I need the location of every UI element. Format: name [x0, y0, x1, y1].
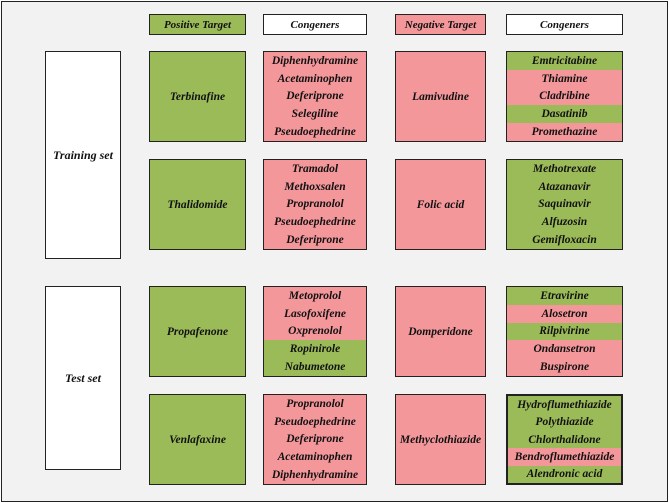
negative-target-cell: Folic acid: [395, 159, 486, 250]
header-congeners-right: Congeners: [506, 14, 623, 35]
header-congeners-right-label: Congeners: [540, 18, 589, 31]
congener-item: Alendronic acid: [508, 465, 621, 484]
congener-item: Pseudoephedrine: [264, 213, 366, 232]
congener-item: Bendroflumethiazide: [508, 448, 621, 466]
congener-item: Promethazine: [507, 123, 622, 141]
congener-item: Oxprenolol: [264, 322, 366, 341]
congener-item: Alfuzosin: [507, 213, 622, 232]
test-set-box: Test set: [45, 286, 121, 470]
congener-item: Dasatinib: [507, 105, 622, 124]
congener-item: Cladribine: [507, 87, 622, 106]
congener-item: Hydroflumethiazide: [508, 395, 621, 414]
congener-item: Metoprolol: [264, 287, 366, 305]
negative-target-name: Methyclothiazide: [399, 433, 482, 446]
congener-item: Polythiazide: [508, 413, 621, 431]
congener-item: Pseudoephedrine: [264, 412, 366, 431]
header-positive-target-label: Positive Target: [163, 18, 232, 31]
header-positive-target: Positive Target: [149, 14, 246, 35]
congener-item: Diphenhydramine: [264, 466, 366, 484]
congener-item: Diphenhydramine: [264, 52, 366, 70]
congener-item: Etravirine: [507, 287, 622, 305]
congener-item: Ropinirole: [264, 340, 366, 359]
positive-target-name: Propafenone: [166, 325, 229, 338]
header-negative-target: Negative Target: [395, 14, 486, 35]
congener-item: Gemifloxacin: [507, 231, 622, 249]
congener-item: Alosetron: [507, 304, 622, 323]
congener-item: Atazanavir: [507, 177, 622, 196]
congener-item: Deferiprone: [264, 430, 366, 449]
header-negative-target-label: Negative Target: [404, 18, 477, 31]
congener-item: Deferiprone: [264, 87, 366, 106]
header-congeners-left-label: Congeners: [290, 18, 340, 31]
congener-item: Deferiprone: [264, 231, 366, 249]
test-set-label: Test set: [65, 370, 101, 385]
congener-item: Nabumetone: [264, 358, 366, 376]
congener-item: Ondansetron: [507, 340, 622, 359]
positive-target-cell: Terbinafine: [149, 51, 246, 142]
positive-target-cell: Propafenone: [149, 286, 246, 377]
negative-target-cell: Domperidone: [395, 286, 486, 377]
congener-item: Chlorthalidone: [508, 430, 621, 449]
congener-item: Emtricitabine: [507, 52, 622, 70]
congener-item: Rilpivirine: [507, 322, 622, 341]
training-set-label: Training set: [53, 147, 113, 162]
negative-target-cell: Lamivudine: [395, 51, 486, 142]
congener-item: Propranolol: [264, 195, 366, 214]
negative-target-name: Lamivudine: [412, 90, 469, 103]
congener-item: Buspirone: [507, 358, 622, 376]
congener-item: Selegiline: [264, 105, 366, 124]
congener-item: Propranolol: [264, 395, 366, 413]
positive-target-name: Terbinafine: [169, 90, 226, 103]
congener-item: Acetaminophen: [264, 448, 366, 467]
congener-item: Methoxsalen: [264, 177, 366, 196]
congener-item: Tramadol: [264, 160, 366, 178]
congener-item: Lasofoxifene: [264, 304, 366, 323]
positive-target-cell: Thalidomide: [149, 159, 246, 250]
header-congeners-left: Congeners: [263, 14, 367, 35]
negative-target-cell: Methyclothiazide: [395, 394, 486, 485]
congener-item: Pseudoephedrine: [264, 123, 366, 141]
positive-target-name: Venlafaxine: [169, 433, 226, 446]
congener-item: Saquinavir: [507, 195, 622, 214]
positive-target-name: Thalidomide: [167, 198, 228, 211]
negative-target-name: Domperidone: [408, 325, 473, 338]
congener-item: Methotrexate: [507, 160, 622, 178]
negative-target-name: Folic acid: [416, 198, 465, 211]
training-set-box: Training set: [45, 51, 121, 259]
congener-item: Acetaminophen: [264, 69, 366, 88]
congener-item: Thiamine: [507, 69, 622, 88]
positive-target-cell: Venlafaxine: [149, 394, 246, 485]
